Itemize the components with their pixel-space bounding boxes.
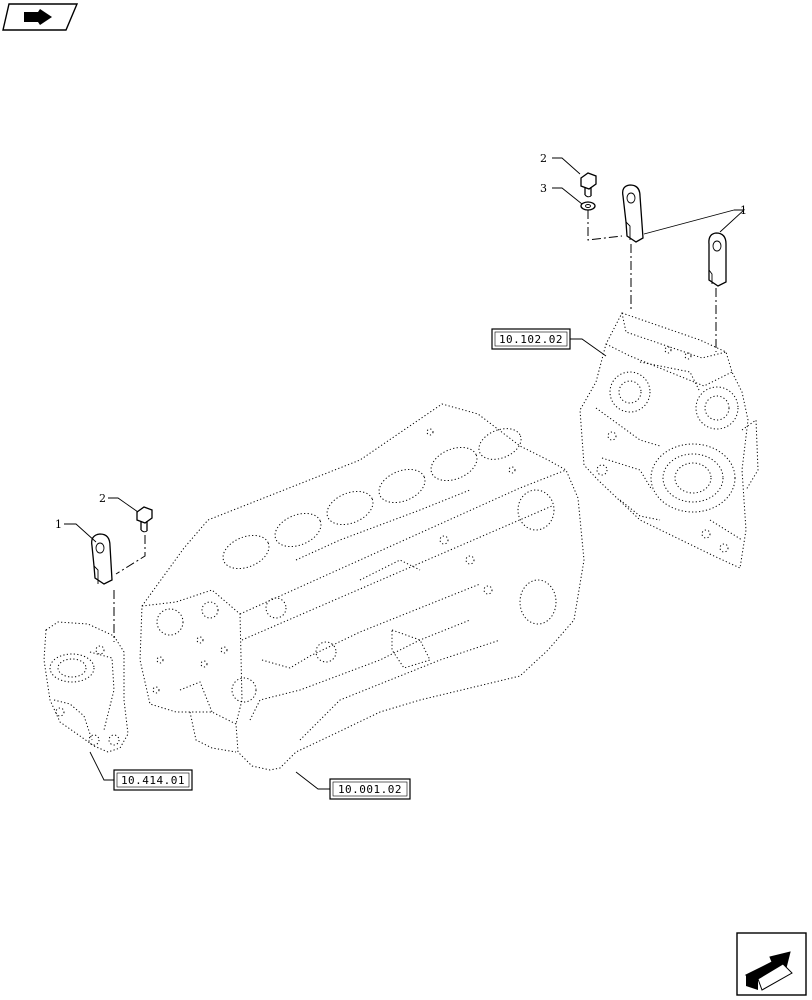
bolt-left: [136, 506, 153, 533]
callout-washer-top: 3: [540, 182, 547, 195]
lifting-bracket-top-2: [708, 232, 727, 287]
ref-timing-cover[interactable]: 10.102.02: [491, 328, 571, 350]
lifting-bracket-left-1: [91, 533, 113, 585]
callout-bolt-top: 2: [540, 152, 547, 165]
ref-engine-block[interactable]: 10.001.02: [329, 778, 411, 800]
next-page-arrow-icon[interactable]: [736, 932, 807, 996]
engine-block: [139, 403, 585, 771]
ref-pump-bracket[interactable]: 10.414.01: [113, 769, 193, 791]
timing-cover: [579, 312, 759, 569]
ref-engine-block-label: 10.001.02: [338, 783, 402, 796]
pump-bracket: [43, 621, 129, 753]
callout-bracket-top: 1: [740, 204, 747, 217]
bolt-top: [580, 172, 597, 198]
lifting-bracket-top-1: [622, 184, 644, 243]
ref-pump-bracket-label: 10.414.01: [121, 774, 185, 787]
previous-page-arrow-icon[interactable]: [2, 3, 79, 31]
callout-bracket-left: 1: [55, 518, 62, 531]
callout-bolt-left: 2: [99, 492, 106, 505]
washer-top: [580, 201, 596, 211]
ref-timing-cover-label: 10.102.02: [499, 333, 563, 346]
